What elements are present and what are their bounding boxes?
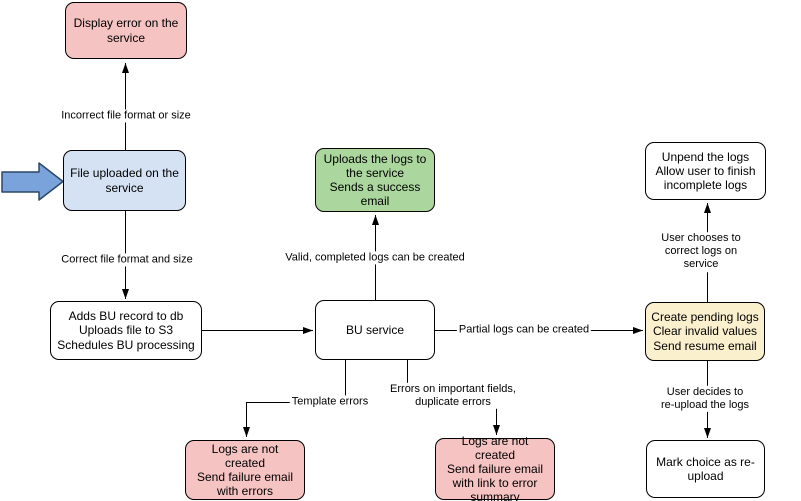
node-adds-bu-record: Adds BU record to db Uploads file to S3 … <box>50 301 202 360</box>
node-display-error: Display error on the service <box>65 2 187 59</box>
edge-label-user-decides: User decides to re-upload the logs <box>657 385 753 413</box>
edge-label-template-errors: Template errors <box>289 395 371 409</box>
edge-label-valid-logs: Valid, completed logs can be created <box>283 251 467 265</box>
edge-label-incorrect-format: Incorrect file format or size <box>59 109 193 123</box>
node-create-pending: Create pending logs Clear invalid values… <box>645 302 765 361</box>
node-logs-not-created-template: Logs are not created Send failure email … <box>185 440 305 500</box>
edge-label-important-errors: Errors on important fields, duplicate er… <box>388 382 518 410</box>
edge-label-user-chooses: User chooses to correct logs on service <box>651 232 751 272</box>
edge-label-correct-format: Correct file format and size <box>59 253 195 267</box>
node-file-uploaded: File uploaded on the service <box>63 150 186 211</box>
node-unpend-logs: Unpend the logs Allow user to finish inc… <box>645 142 766 200</box>
edge-label-partial-logs: Partial logs can be created <box>456 323 592 337</box>
node-bu-service: BU service <box>315 300 435 360</box>
node-mark-choice: Mark choice as re- upload <box>646 440 765 498</box>
entry-arrow-icon <box>1 162 64 201</box>
node-uploads-logs: Uploads the logs to the service Sends a … <box>315 148 435 212</box>
node-logs-not-created-summary: Logs are not created Send failure email … <box>435 434 555 501</box>
